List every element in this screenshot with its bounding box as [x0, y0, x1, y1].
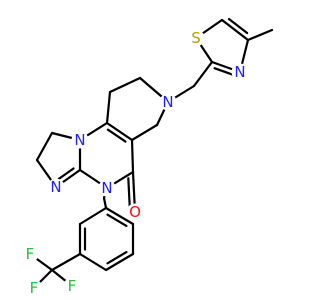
bond-c9a-c4a-second	[106, 128, 127, 143]
bond-c11-c12	[35, 131, 54, 162]
atom-n5: N	[50, 178, 61, 196]
atom-n3: N	[74, 131, 85, 149]
atom-f2: F	[26, 245, 35, 263]
bond-c4a-c5	[130, 138, 135, 174]
atom-halo-n4	[98, 179, 116, 197]
bond-c4t-c5t-second	[227, 17, 249, 35]
atom-halo-n5	[47, 178, 65, 196]
atom-halo-n1	[231, 63, 249, 81]
molecule-structure: S N N N N N O F F F	[21, 17, 274, 297]
atom-s1: S	[191, 29, 201, 47]
atom-n2: N	[162, 93, 173, 111]
bond-c10-n5-second	[55, 167, 75, 182]
bond-c4a-c6	[130, 123, 159, 142]
atom-layer: S N N N N N O F F F	[21, 29, 249, 297]
atom-o1: O	[129, 203, 141, 221]
bond-c2t-ch2a	[192, 60, 214, 88]
bond-r2-r3	[104, 252, 135, 272]
bond-c9a-c4a	[105, 121, 134, 142]
bond-ch2b-r6	[102, 196, 108, 210]
bond-r6-r1-second	[106, 213, 128, 228]
atom-halo-f2	[21, 245, 39, 263]
bond-c4t-c5t	[220, 18, 250, 42]
atom-halo-f1	[63, 277, 81, 295]
atom-halo-s1	[187, 29, 205, 47]
bond-r3-r4	[78, 252, 108, 272]
bond-c7-c8	[108, 76, 142, 94]
atom-halo-o1	[126, 203, 144, 221]
atom-f1: F	[68, 277, 77, 295]
bond-layer	[28, 17, 274, 290]
bond-c8-c9a	[105, 90, 112, 125]
bond-r4-cf3	[50, 252, 82, 272]
atom-n4: N	[101, 179, 112, 197]
bond-r6-r1	[104, 206, 135, 226]
bond-c2t-n1-second	[213, 67, 236, 77]
bond-cme-c4t	[246, 28, 274, 42]
bond-c5-o1-second	[127, 177, 131, 208]
bond-r2-r3-second	[106, 250, 128, 265]
atom-halo-n2	[159, 93, 177, 111]
atom-f3: F	[30, 279, 39, 297]
atom-halo-f3	[25, 279, 43, 297]
atom-n1: N	[234, 63, 245, 81]
bond-r5-r6	[78, 206, 108, 226]
atom-halo-n3	[71, 131, 89, 149]
